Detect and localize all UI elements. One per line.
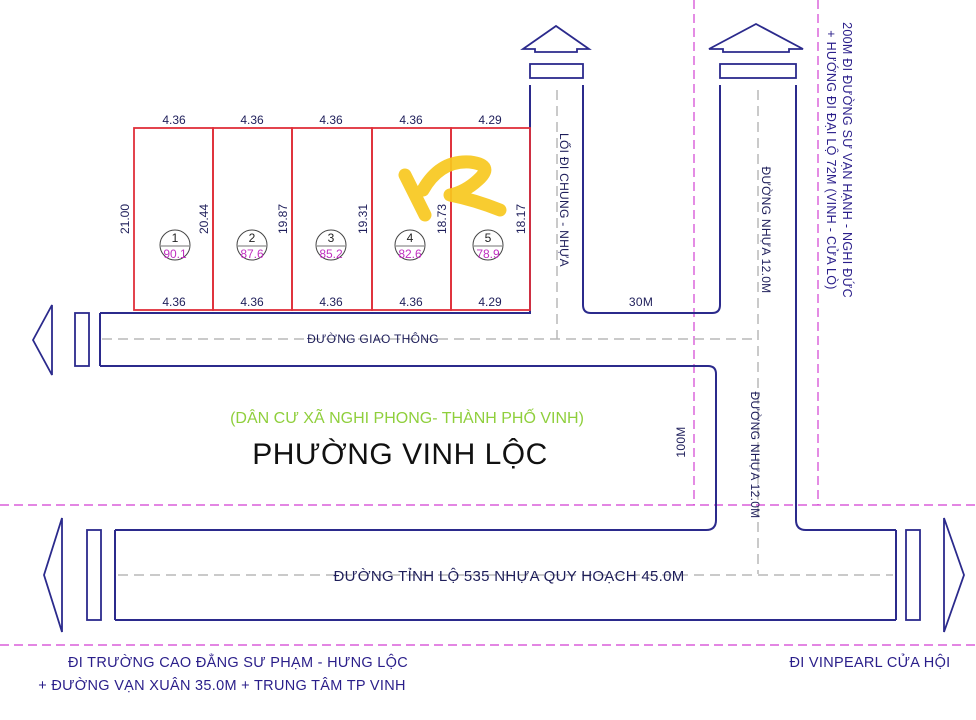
lot-2-bottom-width: 4.36	[240, 295, 264, 309]
lot-depth-dimensions: 21.00 20.44 19.87 19.31 18.73 18.17	[118, 204, 528, 234]
arrow-left-provincial-bar	[86, 529, 102, 621]
arrow-up-road-bar	[719, 63, 797, 79]
lot-5-top-width: 4.29	[478, 113, 502, 127]
arrow-up-lane	[520, 24, 592, 53]
right-side-note-line1: 200M ĐI ĐƯỜNG SƯ VẠN HẠNH - NGHI ĐỨC	[840, 22, 855, 298]
asphalt-road-upper-label: ĐƯỜNG NHỰA 12.0M	[759, 167, 774, 294]
lot-1-area: 90.1	[163, 247, 187, 261]
boundary-lines	[0, 0, 976, 646]
lot-2-top-width: 4.36	[240, 113, 264, 127]
lot-4-bottom-width: 4.36	[399, 295, 423, 309]
lot-3-area: 85.2	[319, 247, 343, 261]
lot-5-depth: 18.73	[435, 204, 449, 234]
lot-2-depth: 20.44	[197, 204, 211, 234]
arrow-left-service	[31, 304, 53, 376]
lot-4-badge: 4 82.6	[394, 229, 426, 261]
lot-bottom-dimensions: 4.36 4.36 4.36 4.36 4.29	[162, 295, 502, 309]
lot-5-outline	[450, 127, 531, 311]
distance-100m-label: 100M	[674, 426, 688, 457]
bottom-left-note-line2: + ĐƯỜNG VẠN XUÂN 35.0M + TRUNG TÂM TP VI…	[38, 677, 406, 694]
lot-4-depth: 19.31	[356, 204, 370, 234]
lot-2-number: 2	[249, 231, 256, 245]
lot-top-dimensions: 4.36 4.36 4.36 4.36 4.29	[162, 113, 502, 127]
bottom-right-note: ĐI VINPEARL CỬA HỘI	[790, 653, 951, 671]
right-side-note-line2: + HƯỚNG ĐI ĐẠI LỘ 72M (VINH - CỬA LÒ)	[824, 30, 839, 290]
lane-connector-edge	[582, 85, 721, 314]
arrow-left-service-bar	[74, 312, 90, 367]
lot-3-badge: 3 85.2	[315, 229, 347, 261]
arrow-up-lane-bar	[529, 63, 584, 79]
provincial-road-label: ĐƯỜNG TỈNH LỘ 535 NHỰA QUY HOẠCH 45.0M	[333, 568, 684, 585]
lot-5-area: 78.9	[476, 247, 500, 261]
service-road-label: ĐƯỜNG GIAO THÔNG	[307, 331, 439, 346]
asphalt-road-right-edge	[795, 85, 896, 531]
lot-4-area: 82.6	[398, 247, 422, 261]
distance-30m-label: 30M	[629, 295, 653, 309]
direction-arrows	[31, 22, 965, 633]
centerlines	[102, 90, 893, 576]
lot-5-badge: 5 78.9	[472, 229, 504, 261]
lot-5-number: 5	[485, 231, 492, 245]
lot-1-depth: 21.00	[118, 204, 132, 234]
ward-name: PHƯỜNG VINH LỘC	[252, 437, 548, 471]
arrow-right-provincial-bar	[905, 529, 921, 621]
lot-2-area: 87.6	[240, 247, 264, 261]
lot-3-depth: 19.87	[276, 204, 290, 234]
lot-grid	[133, 127, 531, 311]
service-road-bottom-edge	[100, 365, 717, 531]
lot-5-bottom-width: 4.29	[478, 295, 502, 309]
lot-5-right-depth: 18.17	[514, 204, 528, 234]
highlight-marker-icon	[398, 155, 507, 222]
lot-3-bottom-width: 4.36	[319, 295, 343, 309]
lot-3-top-width: 4.36	[319, 113, 343, 127]
residential-area-label: (DÂN CƯ XÃ NGHI PHONG- THÀNH PHỐ VINH)	[230, 407, 584, 427]
road-outlines	[99, 85, 897, 621]
lot-1-badge: 1 90.1	[159, 229, 191, 261]
lot-4-number: 4	[407, 231, 414, 245]
bottom-left-note-line1: ĐI TRƯỜNG CAO ĐẲNG SƯ PHẠM - HƯNG LỘC	[68, 653, 408, 671]
arrow-up-road	[708, 22, 804, 53]
lot-3-number: 3	[328, 231, 335, 245]
asphalt-road-lower-label: ĐƯỜNG NHỰA 12.0M	[748, 392, 763, 519]
common-lane-label: LỐI ĐI CHUNG - NHỰA	[557, 133, 572, 267]
lot-4-top-width: 4.36	[399, 113, 423, 127]
lot-1-number: 1	[172, 231, 179, 245]
lot-badges: 1 90.1 2 87.6 3 85.2 4 82.6 5 78.9	[159, 229, 504, 261]
arrow-left-provincial	[43, 517, 63, 633]
lot-2-badge: 2 87.6	[236, 229, 268, 261]
lot-1-bottom-width: 4.36	[162, 295, 186, 309]
lot-1-top-width: 4.36	[162, 113, 186, 127]
arrow-right-provincial	[943, 517, 965, 633]
